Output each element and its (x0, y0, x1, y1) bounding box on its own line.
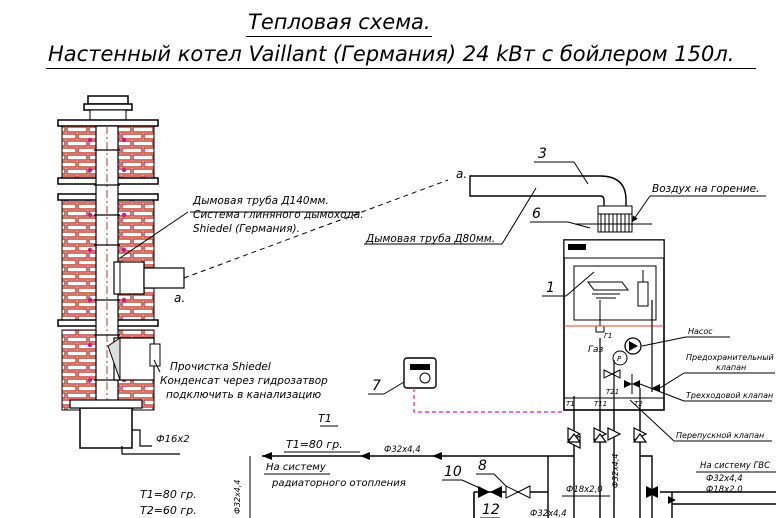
chimney-desc-3: Shiedel (Германия). (193, 223, 300, 235)
point-a-top: а. (456, 167, 467, 181)
thermostat-cable (413, 388, 564, 413)
flue-pipe (469, 175, 652, 233)
t1-label: Т1 (318, 412, 332, 425)
room-thermostat (403, 357, 437, 389)
dhw-system-label: На систему ГВС (700, 461, 770, 471)
bypass-valve-label: Перепускной клапан (676, 431, 764, 440)
subtitle-underline (46, 68, 756, 69)
heating-system-label-1: На систему (266, 462, 327, 473)
pipe-32-label-2: Ф32х4,4 (530, 509, 567, 518)
pipe-32-label-5: Ф32х4,4 (706, 474, 743, 484)
heating-system-label-2: радиаторного отопления (271, 478, 406, 489)
boiler (563, 239, 665, 411)
t11-label: Т11 (594, 400, 607, 408)
diagram-title: Тепловая схема. (248, 10, 431, 34)
callout-1: 1 (546, 280, 555, 296)
safety-valve-label-2: клапан (716, 363, 746, 372)
t21-label: Т21 (606, 388, 619, 396)
gas-label: Газ (588, 345, 604, 355)
cleaning-label-2: Конденсат через гидрозатвор (160, 375, 328, 387)
point-a-left: а. (174, 291, 185, 305)
t2-60-bottom-label: Т2=60 гр. (140, 504, 197, 517)
safety-valve-label-1: Предохранительный (686, 353, 774, 362)
t1-small-label: Т1 (566, 400, 575, 408)
pt-label: Р (617, 355, 622, 363)
pipe-32-label-4: Ф32х4,4 (233, 479, 242, 514)
g1-label: Г1 (604, 332, 612, 340)
t12-label: Т2 (634, 400, 643, 408)
pipe-18-label-1: Ф18х2,0 (566, 485, 603, 495)
dashed-connection-line (183, 179, 449, 279)
shutoff-valves (566, 427, 648, 449)
chimney (57, 95, 185, 455)
t1-80-bottom-label: Т1=80 гр. (140, 488, 197, 501)
callout-10: 10 (444, 464, 462, 480)
cleaning-label-1: Прочистка Shiedel (170, 361, 271, 373)
chimney-desc-2: Система глиняного дымохода. (193, 209, 364, 221)
diagram-subtitle: Настенный котел Vaillant (Германия) 24 k… (48, 42, 735, 66)
t1-80-label: Т1=80 гр. (286, 438, 343, 451)
callout-3: 7 (372, 378, 381, 394)
boiler-piping (547, 410, 653, 518)
air-combustion-label: Воздух на горение. (652, 183, 759, 195)
chimney-desc-1: Дымовая труба Д140мм. (192, 195, 329, 207)
flue-pipe-label: Дымовая труба Д80мм. (365, 233, 495, 245)
callout-6: 6 (532, 206, 541, 222)
cleaning-label-3: подключить в канализацию (166, 389, 321, 401)
pipe-32-label-3: Ф32х4,4 (611, 453, 620, 488)
pipe-32-label-1: Ф32х4,4 (384, 445, 421, 455)
title-underline (246, 36, 432, 37)
callout-12: 12 (482, 502, 500, 518)
callout-7: 3 (538, 146, 547, 162)
callout-8: 8 (478, 458, 487, 474)
three-way-valve-label: Трехходовой клапан (686, 391, 773, 400)
pipe-18-label-2: Ф18х2,0 (706, 485, 743, 495)
pump-label: Насос (688, 327, 713, 336)
pipe-16-label: Ф16х2 (156, 434, 190, 445)
